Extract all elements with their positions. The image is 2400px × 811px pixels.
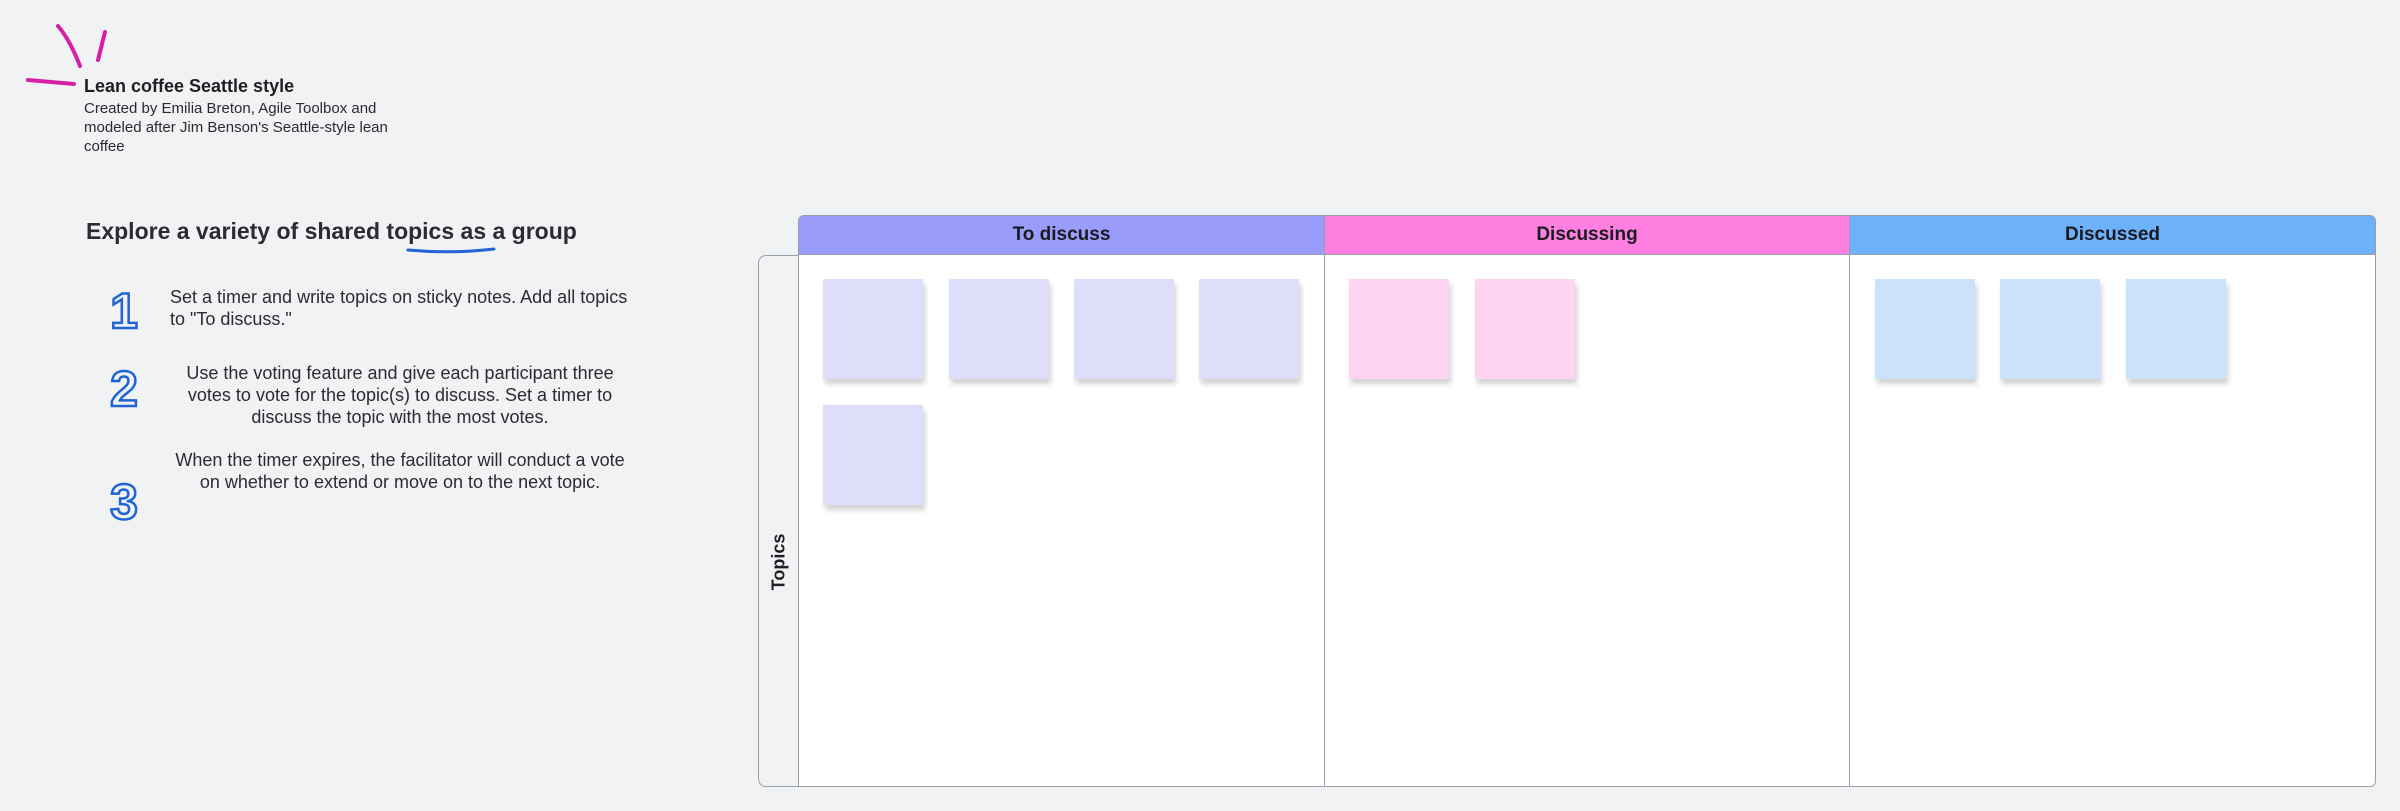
svg-text:1: 1 (110, 283, 138, 338)
sticky-note[interactable] (1875, 279, 1975, 379)
column-body-discussing[interactable] (1324, 255, 1849, 787)
template-title: Lean coffee Seattle style (84, 76, 295, 96)
sticky-note[interactable] (1199, 279, 1299, 379)
column-discussing[interactable]: Discussing (1324, 215, 1849, 787)
sticky-note[interactable] (1349, 279, 1449, 379)
svg-text:3: 3 (110, 474, 138, 529)
sparkle-mark-icon (26, 24, 107, 86)
column-header-discussing[interactable]: Discussing (1324, 215, 1849, 255)
step-2-text: Use the voting feature and give each par… (186, 363, 614, 427)
row-header-topics[interactable]: Topics (758, 255, 798, 787)
column-header-discussed[interactable]: Discussed (1849, 215, 2376, 255)
step-1-number: 1 (109, 282, 139, 338)
step-3-number: 3 (109, 473, 139, 529)
step-3-text: When the timer expires, the facilitator … (175, 450, 625, 492)
sticky-note[interactable] (2126, 279, 2226, 379)
sticky-note[interactable] (949, 279, 1049, 379)
row-label: Topics (768, 533, 789, 591)
topics-board[interactable]: Topics To discuss Discussing Discussed (758, 215, 2376, 787)
column-header-to-discuss[interactable]: To discuss (798, 215, 1324, 255)
sticky-note[interactable] (2000, 279, 2100, 379)
step-2-number: 2 (109, 360, 139, 416)
instructions-heading: Explore a variety of shared topics as a … (86, 218, 577, 244)
column-to-discuss[interactable]: To discuss (798, 215, 1324, 787)
column-body-to-discuss[interactable] (798, 255, 1324, 787)
step-1-text: Set a timer and write topics on sticky n… (170, 287, 628, 329)
sticky-note[interactable] (823, 405, 923, 505)
svg-text:2: 2 (110, 361, 138, 416)
column-body-discussed[interactable] (1849, 255, 2376, 787)
heading-underline (406, 247, 496, 254)
sticky-note[interactable] (1074, 279, 1174, 379)
column-discussed[interactable]: Discussed (1849, 215, 2376, 787)
template-credit: Created by Emilia Breton, Agile Toolbox … (84, 100, 388, 155)
sticky-note[interactable] (1475, 279, 1575, 379)
sticky-note[interactable] (823, 279, 923, 379)
